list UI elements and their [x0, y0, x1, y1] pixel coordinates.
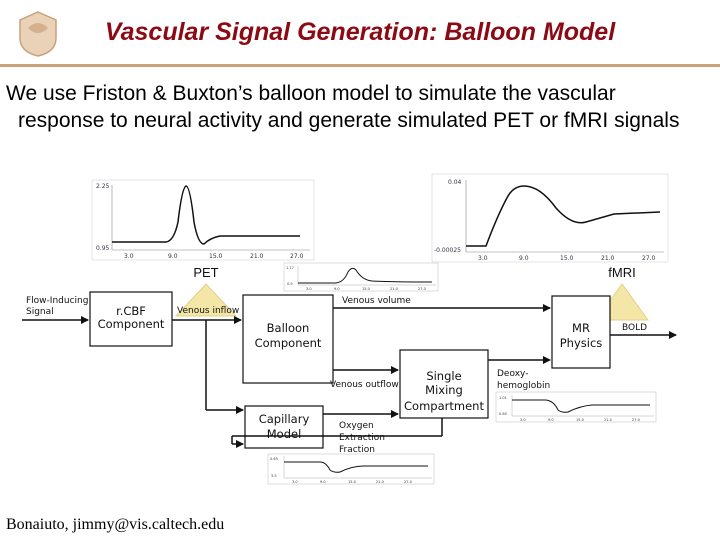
venous-inflow-label: Venous inflow — [177, 306, 239, 316]
oxygen-extraction-plot: 0.65 3.5 3.0 9.0 15.0 21.0 27.0 — [267, 453, 435, 485]
oxygen-extraction-fraction-label: Extraction — [339, 433, 385, 443]
pet-plot-xtick: 15.0 — [209, 253, 223, 260]
oef-plot-ymax: 0.65 — [270, 457, 278, 461]
fmri-plot-ymin: -0.00025 — [434, 247, 461, 254]
balloon-component-block — [242, 294, 334, 384]
pet-plot-xtick: 9.0 — [168, 253, 178, 260]
fmri-output-label: fMRI — [608, 265, 635, 280]
oxygen-extraction-fraction-label: Fraction — [339, 445, 375, 455]
mr-physics-label: MR — [572, 321, 590, 335]
slide-title: Vascular Signal Generation: Balloon Mode… — [104, 18, 616, 46]
body-text: We use Friston & Buxton’s balloon model … — [6, 80, 718, 134]
bold-signal-label: BOLD — [622, 323, 647, 333]
venous-volume-plot: 1.17 0.9 3.0 9.0 15.0 21.0 27.0 — [283, 262, 439, 292]
pet-curve — [112, 185, 300, 245]
connector-lines — [22, 304, 677, 448]
capillary-model-block — [244, 405, 324, 449]
fmri-plot-ymax: 0.04 — [448, 179, 462, 186]
pet-plot-xtick: 27.0 — [290, 253, 304, 260]
title-divider — [0, 64, 720, 67]
flow-inducing-signal-label: Signal — [26, 307, 54, 317]
oef-plot-ymin: 3.5 — [271, 474, 277, 478]
venous-volume-label: Venous volume — [342, 296, 411, 306]
single-mixing-compartment-block — [399, 349, 489, 419]
single-mixing-label: Compartment — [404, 399, 484, 413]
pet-plot: 2.25 0.95 3.0 9.0 15.0 21.0 27.0 — [91, 179, 315, 261]
oef-plot-xtick: 3.0 — [292, 480, 298, 484]
fmri-plot-xtick: 9.0 — [519, 255, 529, 262]
oxygen-extraction-fraction-label: Oxygen — [339, 421, 374, 431]
oef-plot-xtick: 9.0 — [320, 480, 326, 484]
rcbf-component-label: r.CBF — [116, 304, 146, 318]
oef-curve — [284, 461, 428, 473]
body-text-line-1: We use Friston & Buxton’s balloon model … — [6, 82, 616, 105]
single-mixing-label: Mixing — [425, 383, 463, 397]
venous-volume-plot-xtick: 9.0 — [334, 287, 340, 291]
venous-volume-plot-xtick: 3.0 — [306, 287, 312, 291]
deoxyhemoglobin-label: hemoglobin — [497, 381, 550, 391]
pet-output-triangle — [174, 283, 238, 317]
pet-plot-xtick: 3.0 — [124, 253, 134, 260]
title-bar: Vascular Signal Generation: Balloon Mode… — [0, 0, 720, 68]
venous-volume-plot-ymin: 0.9 — [287, 282, 293, 286]
fmri-plot-xtick: 27.0 — [642, 255, 656, 262]
deoxy-plot-ymin: 0.60 — [499, 412, 507, 416]
fmri-plot-xtick: 3.0 — [478, 255, 488, 262]
pet-plot-xtick: 21.0 — [250, 253, 264, 260]
capillary-model-label: Capillary — [259, 412, 310, 426]
rcbf-component-label: Component — [98, 317, 165, 331]
deoxyhemoglobin-plot: 1.01 0.60 3.0 9.0 15.0 21.0 27.0 — [495, 391, 657, 423]
mr-physics-label: Physics — [560, 336, 603, 350]
venous-volume-plot-xtick: 15.0 — [362, 287, 370, 291]
deoxy-plot-xtick: 21.0 — [604, 418, 612, 422]
caltech-logo-icon — [19, 11, 57, 57]
venous-volume-plot-xtick: 21.0 — [390, 287, 398, 291]
oef-plot-xtick: 15.0 — [348, 480, 356, 484]
deoxy-curve — [512, 399, 650, 413]
fmri-plot-xtick: 15.0 — [560, 255, 574, 262]
pet-plot-ymax: 2.25 — [96, 183, 110, 190]
venous-volume-plot-xtick: 27.0 — [418, 287, 426, 291]
venous-volume-curve — [298, 267, 433, 284]
fmri-curve — [466, 185, 661, 247]
single-mixing-label: Single — [426, 369, 461, 383]
flow-inducing-signal-label: Flow-Inducing — [26, 296, 88, 306]
balloon-component-label: Component — [255, 336, 322, 350]
venous-outflow-label: Venous outflow — [330, 380, 399, 390]
deoxy-plot-xtick: 27.0 — [632, 418, 640, 422]
balloon-component-label: Balloon — [267, 321, 310, 335]
fmri-plot: 0.04 -0.00025 3.0 9.0 15.0 21.0 27.0 — [431, 173, 669, 263]
venous-volume-plot-ymax: 1.17 — [286, 266, 294, 270]
mr-physics-block — [551, 295, 611, 369]
fmri-plot-xtick: 21.0 — [601, 255, 615, 262]
deoxy-plot-xtick: 15.0 — [576, 418, 584, 422]
deoxy-plot-ymax: 1.01 — [499, 396, 507, 400]
oef-plot-xtick: 21.0 — [376, 480, 384, 484]
oef-plot-xtick: 27.0 — [404, 480, 412, 484]
deoxy-plot-xtick: 3.0 — [520, 418, 526, 422]
footer-credit: Bonaiuto, jimmy@vis.caltech.edu — [6, 516, 225, 533]
pet-output-label: PET — [193, 265, 218, 280]
pet-plot-ymin: 0.95 — [96, 245, 110, 252]
rcbf-component-block — [89, 291, 173, 347]
body-text-line-2: response to neural activity and generate… — [18, 109, 680, 132]
capillary-model-label: Model — [267, 427, 302, 441]
deoxy-plot-xtick: 9.0 — [548, 418, 554, 422]
deoxyhemoglobin-label: Deoxy- — [497, 369, 528, 379]
